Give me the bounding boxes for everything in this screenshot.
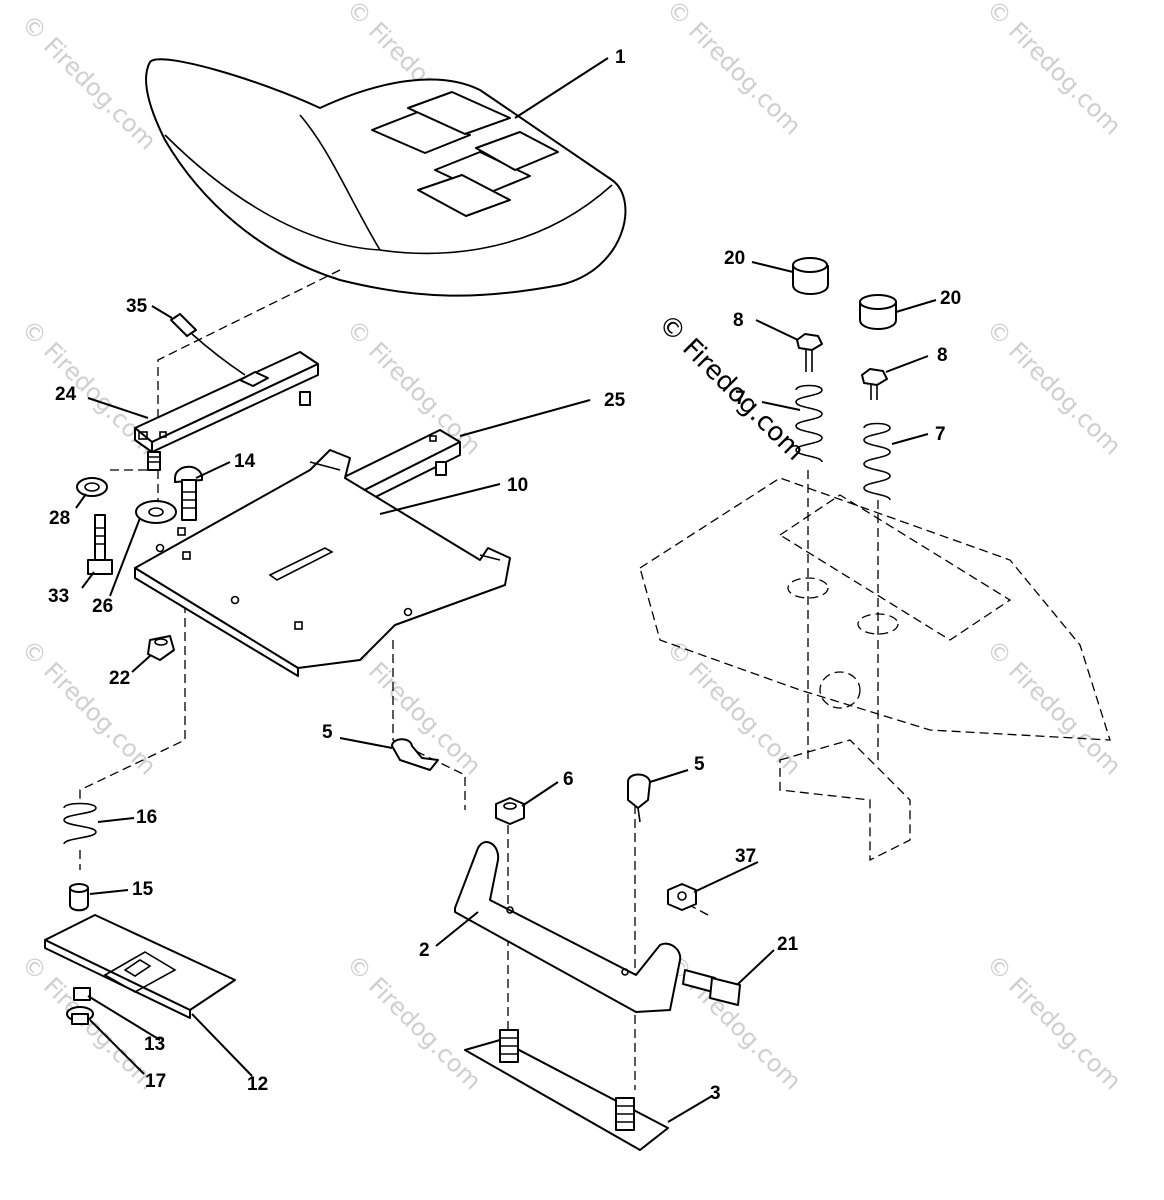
callout-label: 15 [132,879,154,900]
callout-label: 13 [144,1034,165,1055]
callout-label: 26 [92,596,113,617]
callout-label: 24 [55,384,77,405]
spring-part [795,384,823,463]
watermark: © Firedog.com [16,9,162,155]
watermark: © Firedog.com [981,949,1127,1095]
seat-part [144,58,627,297]
carriage-bolt-part [174,465,203,521]
seat-bracket-part [454,841,682,1013]
callout-label: 21 [777,934,799,955]
seat-rail-left [134,351,319,471]
spacer-part [73,987,91,1001]
stud-plate-part [464,1029,669,1151]
screw-washer-part [861,368,888,400]
hex-nut-part [495,797,525,825]
leader-lines [75,57,937,1123]
seat-pan-part [134,449,511,677]
wire-clip-part [391,738,439,771]
spacer-part [859,294,897,330]
watermark: © Firedog.com [661,0,807,140]
callout-label: 12 [247,1074,268,1095]
callout-label: 14 [234,451,256,472]
assembly-lines [79,269,879,1090]
callout-label: 10 [507,475,528,496]
callout-label: 22 [109,668,130,689]
spacer-part [792,257,829,295]
hex-nut-part [667,883,697,911]
shoulder-bolt-part [682,969,741,1006]
slide-plate-part [44,914,236,1019]
callout-label: 20 [940,288,961,309]
callout-label: 25 [604,390,626,411]
callout-label: 37 [735,846,756,867]
watermark-dark: © Firedog.com [652,309,810,467]
watermark: © Firedog.com [981,0,1127,140]
callout-label: 35 [126,296,148,317]
callout-label: 2 [419,940,430,961]
callout-label: 3 [710,1083,721,1104]
callout-label: 28 [49,508,70,529]
tractor-frame-reference [639,477,1111,862]
watermark: © Firedog.com [981,634,1127,780]
switch-sensor-part [170,313,246,376]
lock-nut-part [147,635,175,661]
spring-part [863,422,891,501]
callout-label: 7 [735,388,746,409]
watermark: © Firedog.com [661,949,807,1095]
callout-label: 8 [937,345,948,366]
watermark: © Firedog.com [981,314,1127,460]
callout-label: 7 [935,424,946,445]
callout-label: 8 [733,310,744,331]
watermark: © Firedog.com [341,314,487,460]
callout-label: 1 [615,47,626,68]
callout-label: 5 [322,722,333,743]
wire-clip-part [627,773,651,823]
callout-label: 17 [145,1071,166,1092]
spring-part [63,802,97,845]
lock-washer-part [76,477,108,497]
watermark: © Firedog.com [341,949,487,1095]
callout-label: 6 [563,769,574,790]
spacer-part [69,883,89,912]
flat-washer-part [135,500,177,524]
callout-label: 33 [48,586,69,607]
callout-label: 16 [136,807,157,828]
screw-washer-part [796,333,823,372]
callout-label: 5 [694,754,705,775]
callout-labels: 1 35 24 25 14 10 28 33 26 22 20 20 8 8 7… [48,47,961,1104]
hex-bolt-part [87,514,113,575]
flange-nut-part [66,1006,94,1025]
watermark: © Firedog.com [16,634,162,780]
callout-label: 20 [724,248,745,269]
